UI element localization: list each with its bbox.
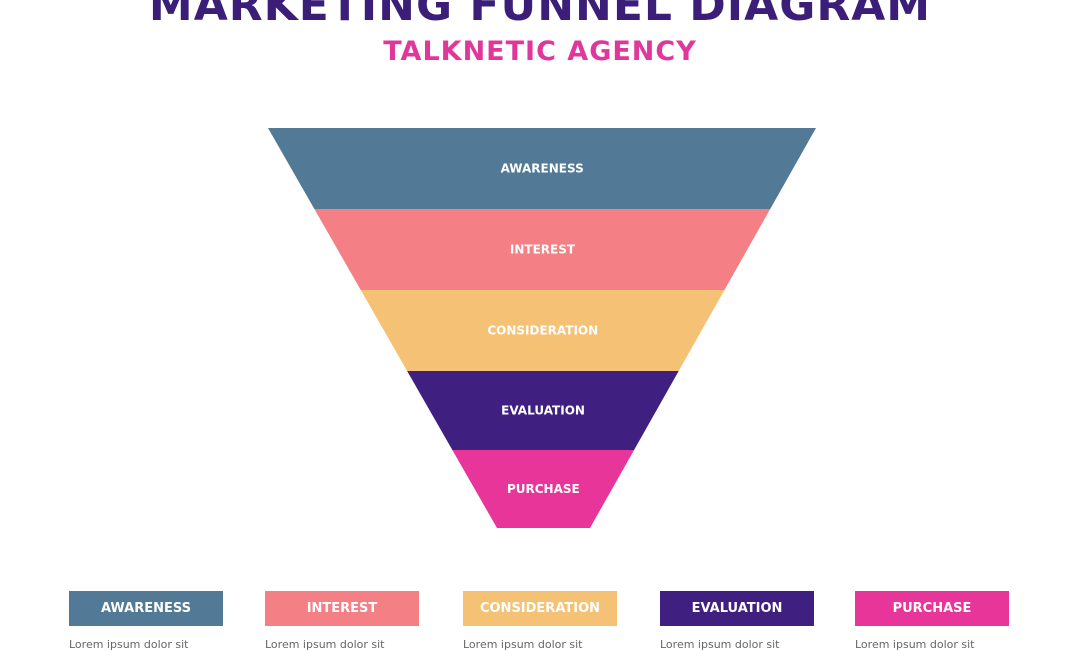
diagram-subtitle: TALKNETIC AGENCY bbox=[383, 36, 697, 67]
legend-label: INTEREST bbox=[265, 591, 419, 626]
legend-label: PURCHASE bbox=[855, 591, 1009, 626]
funnel-band bbox=[452, 450, 635, 528]
legend-description: Lorem ipsum dolor sit bbox=[69, 638, 189, 651]
legend-description: Lorem ipsum dolor sit bbox=[855, 638, 975, 651]
funnel-stage-evaluation: EVALUATION bbox=[407, 371, 679, 450]
funnel-stage-label: AWARENESS bbox=[501, 162, 584, 176]
legend-description: Lorem ipsum dolor sit bbox=[463, 638, 583, 651]
legend-item-interest: INTEREST Lorem ipsum dolor sit bbox=[265, 591, 419, 651]
legend-label: AWARENESS bbox=[69, 591, 223, 626]
funnel-band bbox=[407, 371, 679, 450]
funnel-stage-purchase: PURCHASE bbox=[452, 450, 635, 528]
diagram-title: MARKETING FUNNEL DIAGRAM bbox=[148, 0, 932, 31]
funnel-stage-label: EVALUATION bbox=[501, 404, 585, 418]
funnel-stage-label: PURCHASE bbox=[507, 482, 580, 496]
legend-item-consideration: CONSIDERATION Lorem ipsum dolor sit bbox=[463, 591, 617, 651]
funnel-band bbox=[314, 209, 771, 290]
legend-label: EVALUATION bbox=[660, 591, 814, 626]
legend-description: Lorem ipsum dolor sit bbox=[660, 638, 780, 651]
legend-item-awareness: AWARENESS Lorem ipsum dolor sit bbox=[69, 591, 223, 651]
funnel-stage-consideration: CONSIDERATION bbox=[360, 290, 725, 371]
legend-item-evaluation: EVALUATION Lorem ipsum dolor sit bbox=[660, 591, 814, 651]
funnel-stage-label: CONSIDERATION bbox=[487, 324, 598, 338]
funnel-band bbox=[360, 290, 725, 371]
legend-item-purchase: PURCHASE Lorem ipsum dolor sit bbox=[855, 591, 1009, 651]
funnel-stage-awareness: AWARENESS bbox=[268, 128, 816, 209]
legend-label: CONSIDERATION bbox=[463, 591, 617, 626]
funnel-stage-interest: INTEREST bbox=[314, 209, 771, 290]
funnel-band bbox=[268, 128, 816, 209]
legend-description: Lorem ipsum dolor sit bbox=[265, 638, 385, 651]
funnel-stage-label: INTEREST bbox=[510, 243, 576, 257]
